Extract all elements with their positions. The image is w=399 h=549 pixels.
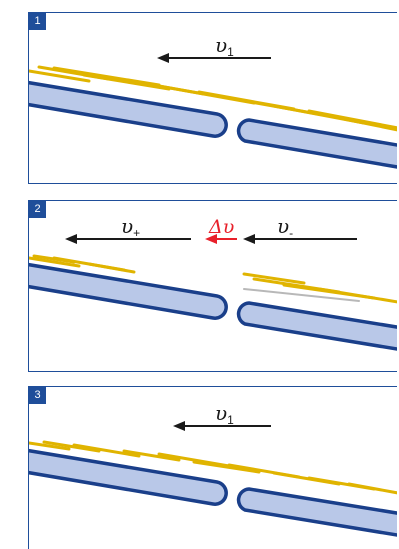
panel-number: 2 <box>29 201 46 218</box>
velocity-arrow-icon <box>173 421 271 431</box>
velocity-minus-label: υ- <box>277 214 293 240</box>
yarn-fibers <box>29 65 397 132</box>
panel-3-diagram: υ1 <box>29 401 397 537</box>
velocity-plus-label: υ+ <box>121 214 140 240</box>
slab-left <box>29 448 228 506</box>
velocity-label: υ1 <box>215 401 234 427</box>
velocity-label: υ1 <box>215 33 234 59</box>
panel-number: 3 <box>29 387 46 404</box>
yarn-fibers-left <box>29 254 136 274</box>
delta-velocity-arrow-icon <box>205 234 237 244</box>
panel-1: 1 υ1 <box>28 12 397 184</box>
velocity-arrow-icon <box>243 234 357 244</box>
panel-number: 1 <box>29 13 46 30</box>
panel-3: 3 υ1 <box>28 386 397 549</box>
slab-left <box>29 262 228 320</box>
yarn-fibers-right <box>242 272 397 304</box>
panel-2: 2 υ+ <box>28 200 397 372</box>
slab-right <box>236 301 397 351</box>
slab-right <box>236 487 397 537</box>
delta-velocity-label: Δυ <box>208 216 234 238</box>
velocity-arrow-icon <box>65 234 191 244</box>
slab-left <box>29 80 228 138</box>
velocity-arrow-icon <box>157 53 271 63</box>
panel-2-diagram: υ+ Δυ υ- <box>29 214 397 351</box>
slab-right <box>236 118 397 169</box>
yarn-fibers <box>29 440 397 495</box>
panel-1-diagram: υ1 <box>29 33 397 169</box>
